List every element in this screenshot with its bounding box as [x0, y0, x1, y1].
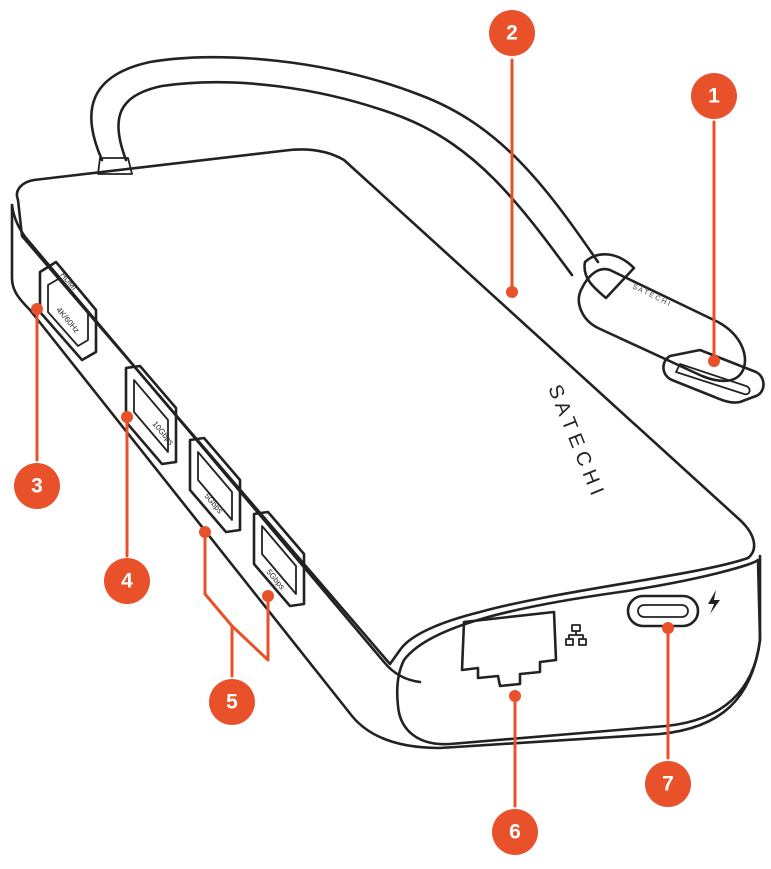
ethernet-icon	[565, 624, 587, 646]
cable	[90, 55, 600, 277]
usb-a-port-1: 10Gbps	[124, 364, 178, 466]
callout-badge-2: 2	[489, 10, 535, 56]
svg-text:1: 1	[708, 85, 720, 108]
callout-badge-3: 3	[14, 463, 60, 509]
svg-text:3: 3	[31, 475, 43, 498]
callout-badge-5: 5	[209, 679, 255, 725]
hdmi-port: HDMI 4K/60Hz	[38, 260, 98, 362]
hub-body: S A T E C H I	[10, 148, 762, 750]
usb2-label: 5Gbps	[202, 492, 224, 516]
ethernet-port	[460, 610, 558, 688]
callout-badge-4: 4	[104, 558, 150, 604]
lightning-icon	[708, 590, 720, 614]
svg-text:7: 7	[662, 773, 674, 796]
callout-leaders	[31, 58, 720, 808]
svg-text:5: 5	[226, 691, 238, 714]
usb1-label: 10Gbps	[150, 420, 175, 447]
callout-badge-6: 6	[492, 809, 538, 855]
callout-badge-1: 1	[691, 73, 737, 119]
hub-brand: S A T E C H I	[543, 382, 607, 499]
usb-c-plug: S A T E C H I	[577, 253, 765, 404]
svg-text:6: 6	[509, 821, 521, 844]
svg-text:2: 2	[506, 22, 518, 45]
svg-text:4: 4	[121, 570, 133, 593]
usb-c-pd-port	[626, 594, 700, 628]
hdmi-sub-label: 4K/60Hz	[54, 306, 81, 335]
callout-badge-7: 7	[645, 761, 691, 807]
usb-a-port-2: 5Gbps	[188, 436, 242, 534]
